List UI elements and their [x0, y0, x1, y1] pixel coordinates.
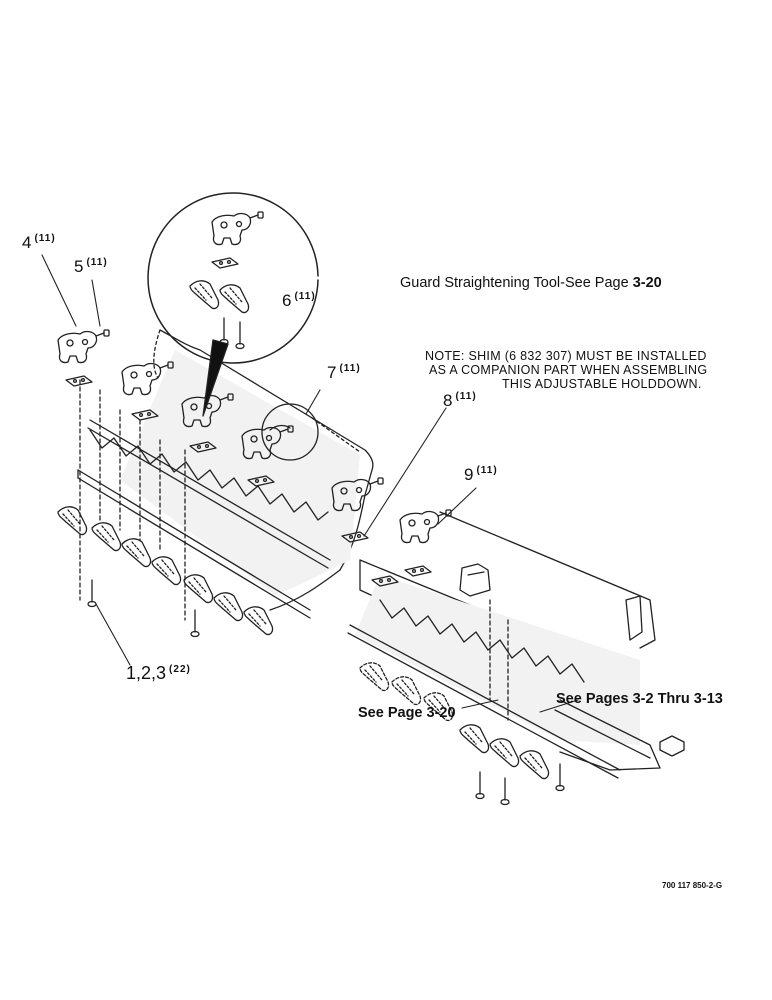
note-line-2: AS A COMPANION PART WHEN ASSEMBLING [429, 363, 708, 377]
callout-9: 9(11) [464, 465, 498, 484]
magnified-detail [147, 192, 319, 417]
leader-lines [41, 254, 579, 713]
left-cutterbar-assembly [57, 329, 384, 638]
callout-7: 7(11) [327, 363, 361, 382]
see-pages-reference: See Pages 3-2 Thru 3-13 [556, 691, 723, 707]
guard-tool-reference: Guard Straightening Tool-See Page 3-20 [400, 275, 662, 291]
callout-4: 4(11) [22, 233, 56, 252]
right-cutterbar-assembly [347, 509, 685, 806]
callout-8: 8(11) [443, 391, 477, 410]
note-line-3: THIS ADJUSTABLE HOLDDOWN. [502, 377, 702, 391]
see-page-reference: See Page 3-20 [358, 705, 456, 721]
detail-circle [261, 403, 319, 461]
note-line-1: NOTE: SHIM (6 832 307) MUST BE INSTALLED [425, 349, 707, 363]
drawing-number: 700 117 850-2-G [662, 881, 723, 890]
callout-6: 6(11) [282, 291, 316, 310]
callout-1-2-3: 1,2,3(22) [126, 663, 191, 683]
callout-5: 5(11) [74, 257, 108, 276]
